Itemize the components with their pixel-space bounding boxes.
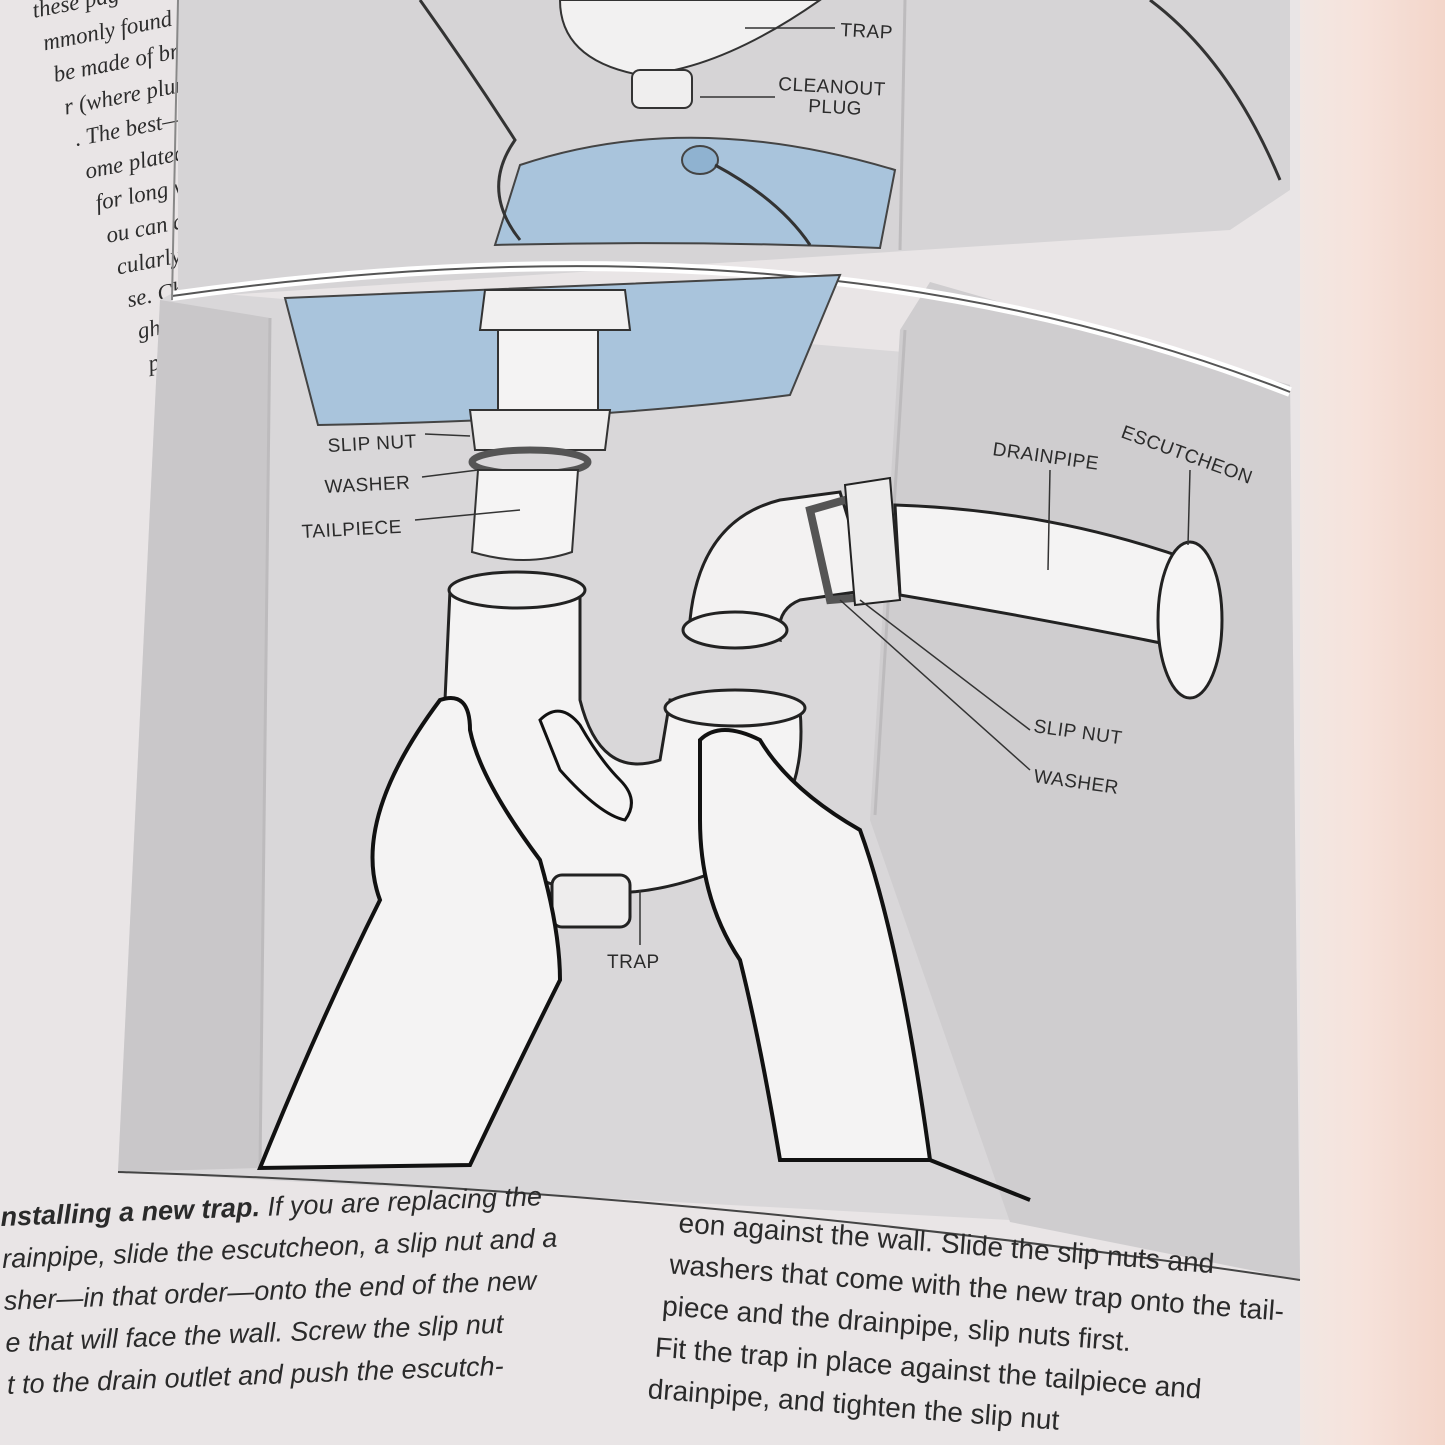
label-trap-bottom: TRAP bbox=[607, 952, 660, 973]
page-edge-shadow bbox=[1300, 0, 1445, 1445]
label-washer-left: WASHER bbox=[324, 473, 411, 498]
caption-left-line-5: t to the drain outlet and push the escut… bbox=[6, 1350, 505, 1400]
tailpiece-icon bbox=[470, 469, 580, 561]
caption-left-line-4: e that will face the wall. Screw the sli… bbox=[4, 1308, 504, 1358]
slip-nut-right-icon bbox=[843, 476, 902, 607]
left-wall-surface bbox=[118, 300, 270, 1172]
caption-left: nstalling a new trap. If you are replaci… bbox=[0, 1178, 629, 1442]
left-hand-icon bbox=[257, 696, 563, 1171]
cleanout-plug-icon bbox=[550, 873, 632, 929]
leader-lines bbox=[414, 27, 1191, 945]
caption-left-line-3: sher—in that order—onto the end of the n… bbox=[3, 1265, 537, 1316]
escutcheon-icon bbox=[1156, 540, 1224, 700]
hand-top-icon bbox=[418, 0, 522, 241]
right-hand-icon bbox=[698, 728, 933, 1162]
label-trap-top: TRAP bbox=[840, 20, 894, 44]
bucket-icon bbox=[493, 136, 897, 250]
label-plug: PLUG bbox=[808, 96, 863, 120]
label-tailpiece: TAILPIECE bbox=[301, 517, 402, 543]
slip-nut-top-icon bbox=[468, 409, 612, 451]
strainer-nut-icon bbox=[478, 289, 632, 331]
label-slip-nut-left: SLIP NUT bbox=[327, 431, 417, 457]
